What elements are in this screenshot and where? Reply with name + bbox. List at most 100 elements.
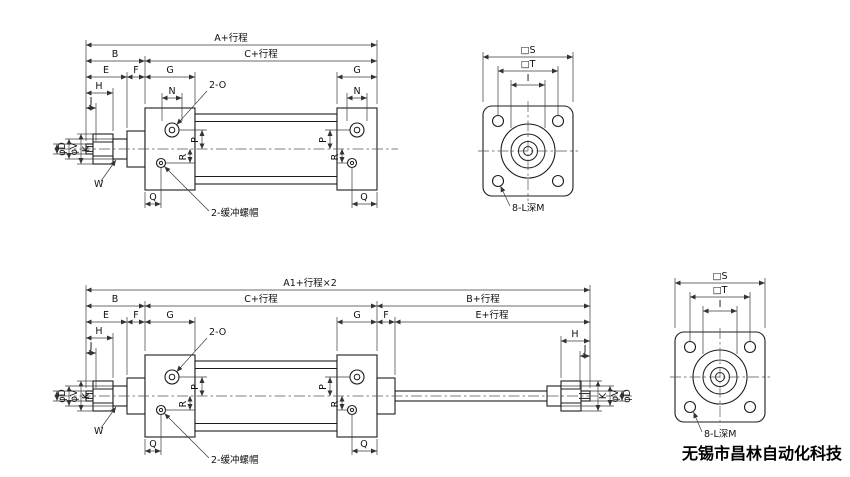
dim-b-label: B <box>112 294 119 305</box>
dim-i-label: I <box>719 299 722 310</box>
dim-j-right-label: J <box>583 344 587 355</box>
dim-s-square: □S <box>483 45 573 60</box>
dim-phi-d: φD <box>54 142 68 156</box>
mount-hole <box>491 174 505 188</box>
dim-q-left: Q <box>145 439 161 454</box>
double-rod-side-view: A1+行程×2 B C+行程 B+行程 E F G G <box>53 277 633 466</box>
dim-phi-v-right-label: φV <box>610 389 621 402</box>
dim-g-left: G <box>145 310 195 325</box>
dim-k-left-label: K <box>81 392 92 399</box>
dim-q-right-label: Q <box>360 192 367 203</box>
dim-k-label: K <box>81 145 92 152</box>
dim-h: H <box>86 81 113 96</box>
dim-g-right: G <box>337 310 377 325</box>
dim-s-label: □S <box>712 271 727 282</box>
dim-h-left: H <box>86 326 113 341</box>
end-view-bottom: □S □T I 8-L深M <box>670 271 770 440</box>
dim-a1-plus-stroke: A1+行程×2 <box>86 277 590 293</box>
dim-b: B <box>86 49 145 64</box>
dim-n-left: N <box>162 86 182 101</box>
mount-hole <box>551 114 565 128</box>
dim-g-right-label: G <box>353 310 360 321</box>
dim-h-right-label: H <box>571 329 578 340</box>
dim-a-plus-stroke: A+行程 <box>86 32 377 48</box>
cushion-screw-left <box>155 404 167 416</box>
dim-c-label: C+行程 <box>244 48 278 60</box>
dim-p-right: P <box>318 377 333 396</box>
dim-phi-v-right: φV <box>607 386 621 406</box>
dim-p-left: P <box>190 130 205 149</box>
dim-e-plus-stroke: E+行程 <box>395 309 590 325</box>
dim-p-left-label: P <box>190 384 201 390</box>
dim-q-left-label: Q <box>149 192 156 203</box>
mount-holes-label: 8-L深M <box>512 203 544 214</box>
dim-b-plus-label: B+行程 <box>466 293 500 305</box>
dim-i-label: I <box>527 73 530 84</box>
end-view-top: □S □T I 8-L深M <box>478 45 578 214</box>
note-w: W <box>94 159 117 190</box>
dim-t-label: □T <box>521 59 536 70</box>
cushion-label: 2-缓冲螺帽 <box>211 454 258 466</box>
dim-phi-d-right: φD <box>619 389 633 403</box>
dim-p-left-label: P <box>190 137 201 143</box>
dim-t-label: □T <box>713 285 728 296</box>
port-left <box>164 122 180 138</box>
dim-e: E <box>86 310 127 325</box>
dim-k-right: K <box>595 381 609 411</box>
mount-hole <box>491 114 505 128</box>
dim-t-square: □T <box>690 285 750 300</box>
dim-b: B <box>86 294 145 309</box>
extension-lines <box>482 52 574 128</box>
dim-r-right: R <box>330 149 345 163</box>
dim-phi-d-right-label: φD <box>622 389 633 403</box>
dim-h-label: H <box>95 81 102 92</box>
dim-r-left: R <box>178 396 193 410</box>
dim-t-square: □T <box>498 59 558 74</box>
dim-p-right-label: P <box>318 137 329 143</box>
dim-j-label: J <box>89 96 93 107</box>
dim-phi-v-left-label: φV <box>69 389 80 402</box>
mount-hole <box>743 400 757 414</box>
w-label: W <box>94 179 104 190</box>
mount-hole <box>683 340 697 354</box>
mount-hole <box>743 340 757 354</box>
dim-j-left-label: J <box>89 341 93 352</box>
port-right <box>349 369 365 385</box>
dim-b-label: B <box>112 49 119 60</box>
dim-r-right-label: R <box>330 153 341 160</box>
dim-e-label: E <box>103 65 109 76</box>
note-ports: 2-O <box>176 327 226 373</box>
note-w: W <box>94 406 117 437</box>
dim-q-right: Q <box>352 439 377 454</box>
dim-c-label: C+行程 <box>244 293 278 305</box>
dim-p-right-label: P <box>318 384 329 390</box>
note-cushion: 2-缓冲螺帽 <box>164 413 258 466</box>
dim-f: F <box>127 65 145 80</box>
dim-h-right: H <box>561 329 590 344</box>
dim-n-left-label: N <box>168 86 175 97</box>
dim-b-plus-stroke: B+行程 <box>377 293 590 309</box>
mount-hole <box>551 174 565 188</box>
dim-g-left-label: G <box>166 310 173 321</box>
dim-p-right: P <box>318 130 333 149</box>
cushion-screw-right <box>346 404 358 416</box>
dim-f-right-label: F <box>383 310 388 321</box>
dim-q-right: Q <box>352 192 377 207</box>
dim-f-right: F <box>377 310 395 325</box>
dim-g-right-label: G <box>353 65 360 76</box>
dim-e-plus-label: E+行程 <box>476 309 509 321</box>
dim-f-left-label: F <box>133 310 138 321</box>
mount-holes-label: 8-L深M <box>704 429 736 440</box>
dim-k: K <box>78 134 92 164</box>
dim-c-plus-stroke: C+行程 <box>145 48 377 64</box>
single-rod-side-view: A+行程 B C+行程 E F G G H <box>53 32 398 219</box>
cushion-screw-right <box>346 157 358 169</box>
extension-lines <box>674 278 766 354</box>
dim-p-left: P <box>190 377 205 396</box>
dim-i: I <box>511 73 545 88</box>
note-mount-holes: 8-L深M <box>693 411 736 440</box>
dim-g-left-label: G <box>166 65 173 76</box>
dim-a-label: A+行程 <box>214 32 248 44</box>
ports-label: 2-O <box>209 327 226 338</box>
